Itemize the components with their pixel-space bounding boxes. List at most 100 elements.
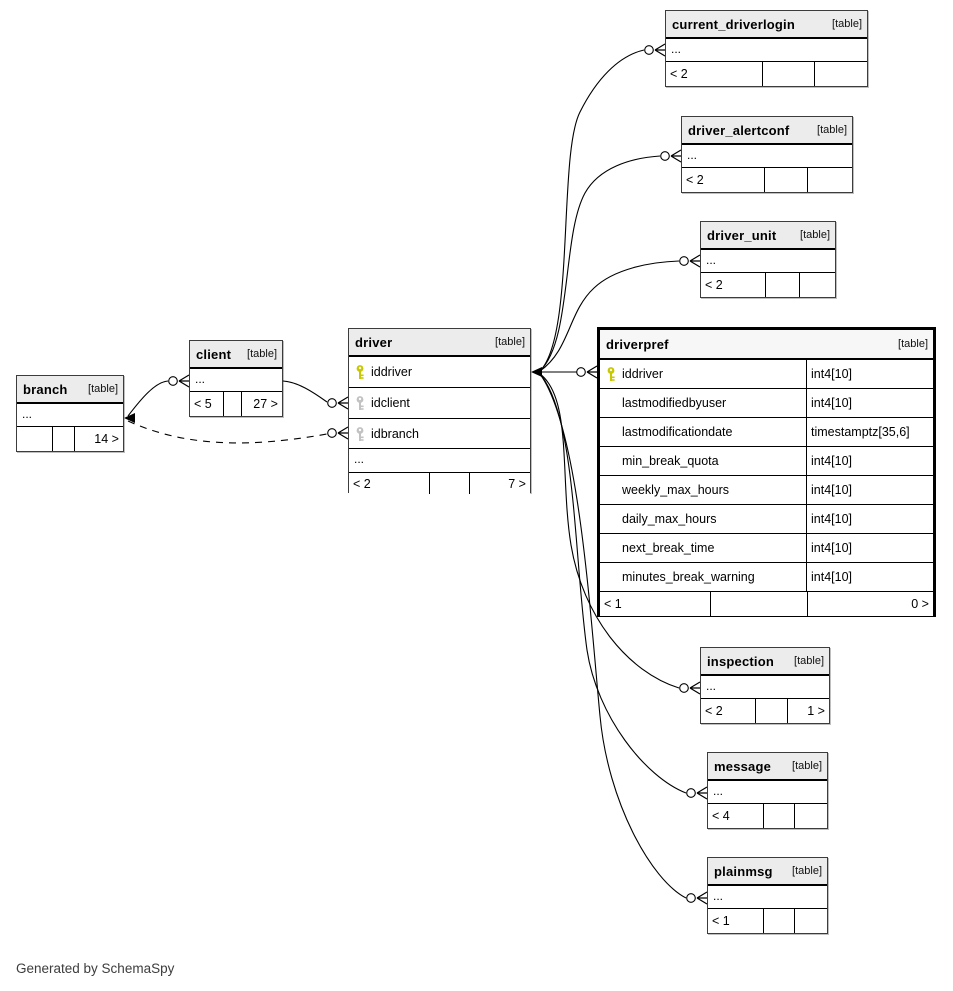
footer-mid-cell — [754, 699, 789, 723]
table-node-driver[interactable]: driver [table] iddriver idclient idbranc… — [348, 328, 531, 494]
column-type: timestamptz[35,6] — [806, 418, 933, 446]
table-node-driver_unit[interactable]: driver_unit [table] ... < 2 — [700, 221, 836, 298]
footer-children-count — [815, 62, 867, 86]
footer-mid-cell — [223, 392, 243, 416]
column-row-lastmodificationdate: lastmodificationdate timestamptz[35,6] — [600, 418, 933, 447]
column-type: int4[10] — [806, 389, 933, 417]
table-footer: < 5 27 > — [190, 392, 282, 416]
column-type: int4[10] — [806, 476, 933, 504]
foreign-key-icon — [349, 395, 371, 411]
table-footer: < 2 7 > — [349, 473, 530, 494]
table-footer: 14 > — [17, 427, 123, 451]
footer-mid-cell — [763, 168, 808, 192]
ellipsis-row: ... — [708, 781, 827, 804]
table-header: driver_alertconf [table] — [682, 117, 852, 145]
footer-parents-count: < 2 — [353, 476, 371, 491]
column-row-next_break_time: next_break_time int4[10] — [600, 534, 933, 563]
table-node-client[interactable]: client [table] ... < 5 27 > — [189, 340, 283, 417]
footer-mid-cell — [51, 427, 76, 451]
column-row-daily_max_hours: daily_max_hours int4[10] — [600, 505, 933, 534]
footer-children-count: 7 > — [508, 476, 526, 491]
ellipsis-row: ... — [190, 369, 282, 392]
table-name: plainmsg — [714, 863, 773, 879]
table-name: inspection — [707, 653, 775, 669]
footer-parents-count: < 4 — [712, 809, 730, 823]
ellipsis-row: ... — [701, 250, 835, 273]
footer-parents-count: < 2 — [670, 67, 688, 81]
column-row-lastmodifiedbyuser: lastmodifiedbyuser int4[10] — [600, 389, 933, 418]
ellipsis-row: ... — [682, 145, 852, 168]
column-row-idbranch: idbranch — [349, 419, 530, 449]
ellipsis-row: ... — [701, 676, 829, 699]
primary-key-icon — [349, 364, 371, 380]
footer-mid-cell — [709, 592, 809, 616]
table-tag: [table] — [832, 18, 862, 30]
table-header: driver [table] — [349, 329, 530, 357]
table-name: driver_alertconf — [688, 122, 790, 138]
table-tag: [table] — [495, 336, 525, 348]
table-tag: [table] — [794, 655, 824, 667]
column-name: next_break_time — [622, 541, 715, 555]
column-name: weekly_max_hours — [622, 483, 729, 497]
footer-parents-count: < 1 — [604, 597, 622, 611]
edge-branch-to-client — [127, 380, 169, 417]
footer-parents-count: < 5 — [194, 397, 212, 411]
column-row-iddriver: iddriver — [349, 357, 530, 388]
column-type: int4[10] — [806, 447, 933, 475]
footer-parents-count: < 2 — [705, 278, 723, 292]
column-name: iddriver — [622, 367, 663, 381]
footer-children-count: 27 > — [253, 397, 278, 411]
table-name: client — [196, 346, 232, 362]
column-name: idclient — [371, 396, 410, 410]
column-row-min_break_quota: min_break_quota int4[10] — [600, 447, 933, 476]
table-node-message[interactable]: message [table] ... < 4 — [707, 752, 828, 829]
table-footer: < 1 0 > — [600, 592, 933, 616]
table-name: branch — [23, 381, 68, 397]
footer-children-count: 14 > — [94, 432, 119, 446]
table-header: client [table] — [190, 341, 282, 369]
table-footer: < 1 — [708, 909, 827, 933]
table-name: driverpref — [606, 336, 669, 352]
table-node-branch[interactable]: branch [table] ... 14 > — [16, 375, 124, 452]
column-type: int4[10] — [806, 505, 933, 533]
table-tag: [table] — [817, 124, 847, 136]
table-name: driver — [355, 334, 393, 350]
table-node-plainmsg[interactable]: plainmsg [table] ... < 1 — [707, 857, 828, 934]
table-header: message [table] — [708, 753, 827, 781]
table-header: plainmsg [table] — [708, 858, 827, 886]
table-node-driverpref[interactable]: driverpref [table] iddriver int4[10] las… — [597, 327, 936, 617]
column-name: lastmodifiedbyuser — [622, 396, 727, 410]
edge-driver-to-current_driverlogin — [539, 49, 645, 372]
table-tag: [table] — [247, 348, 277, 360]
table-node-inspection[interactable]: inspection [table] ... < 2 1 > — [700, 647, 830, 724]
footer-children-count — [795, 909, 827, 933]
table-node-driver_alertconf[interactable]: driver_alertconf [table] ... < 2 — [681, 116, 853, 193]
column-name: daily_max_hours — [622, 512, 717, 526]
footer-children-count — [795, 804, 827, 828]
primary-key-icon — [600, 366, 622, 382]
ellipsis-row: ... — [17, 404, 123, 427]
table-header: inspection [table] — [701, 648, 829, 676]
edge-branch-to-driver-idbranch-implied — [127, 420, 328, 444]
table-header: driver_unit [table] — [701, 222, 835, 250]
table-tag: [table] — [792, 760, 822, 772]
table-name: message — [714, 758, 772, 774]
ellipsis-row: ... — [666, 39, 867, 62]
table-footer: < 2 — [666, 62, 867, 86]
table-tag: [table] — [800, 229, 830, 241]
table-footer: < 4 — [708, 804, 827, 828]
footer-mid-cell — [765, 273, 801, 297]
column-type: int4[10] — [806, 534, 933, 562]
column-name: idbranch — [371, 426, 419, 441]
table-node-current_driverlogin[interactable]: current_driverlogin [table] ... < 2 — [665, 10, 868, 87]
table-footer: < 2 — [682, 168, 852, 192]
footer-children-count: 0 > — [911, 597, 929, 611]
ellipsis-row: ... — [708, 886, 827, 909]
column-row-iddriver: iddriver int4[10] — [600, 360, 933, 389]
column-name: lastmodificationdate — [622, 425, 733, 439]
column-type: int4[10] — [806, 563, 933, 591]
table-footer: < 2 — [701, 273, 835, 297]
generated-by-note: Generated by SchemaSpy — [16, 961, 175, 976]
footer-parents-count: < 2 — [705, 704, 723, 718]
